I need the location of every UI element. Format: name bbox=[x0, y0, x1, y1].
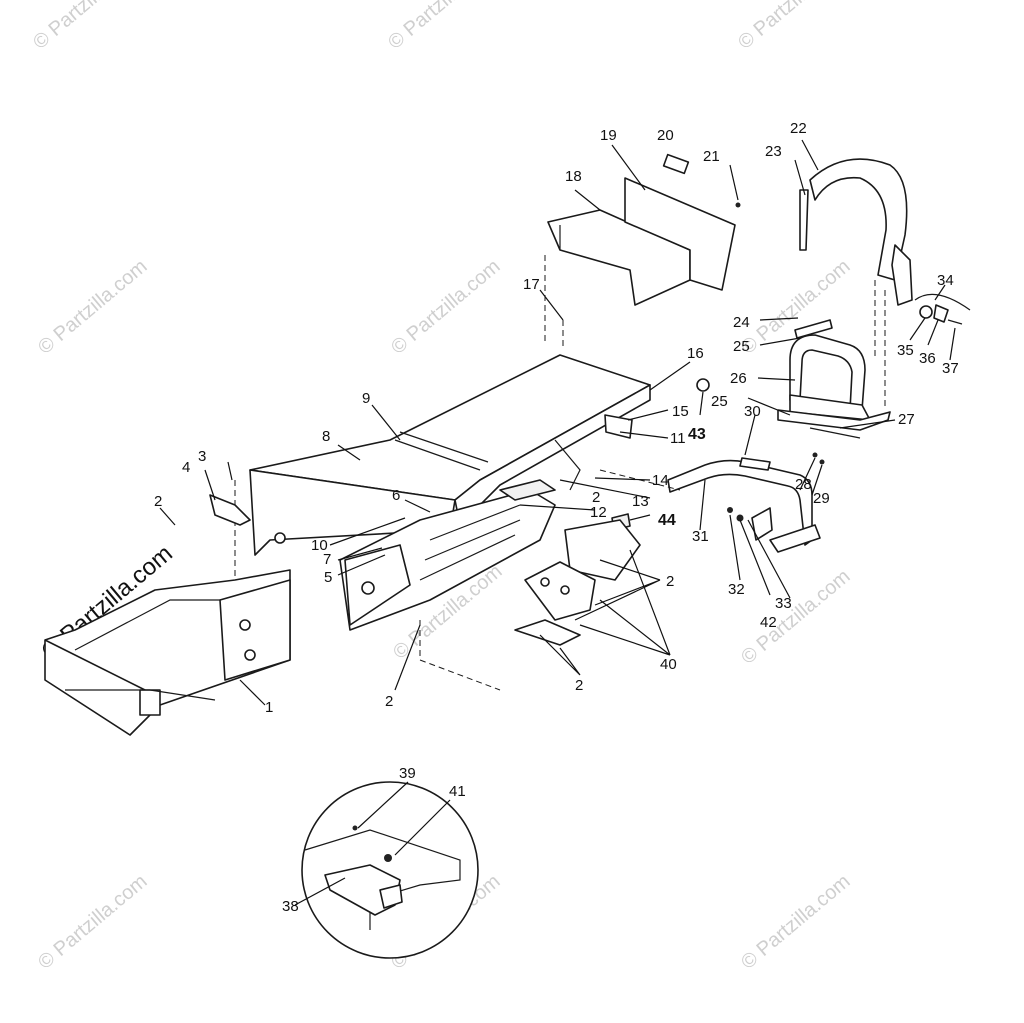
callout-27: 27 bbox=[898, 411, 915, 428]
callout-9: 9 bbox=[362, 390, 370, 407]
callout-6: 6 bbox=[392, 487, 400, 504]
callout-38: 38 bbox=[282, 898, 299, 915]
part-31-bumper bbox=[667, 459, 821, 553]
callout-25: 25 bbox=[711, 393, 728, 410]
callout-8: 8 bbox=[322, 428, 330, 445]
watermark: © Partzilla.com bbox=[734, 0, 851, 54]
callout-26: 26 bbox=[730, 370, 747, 387]
part-23-bracket bbox=[799, 189, 809, 251]
part-36-clip bbox=[933, 304, 949, 323]
callout-31: 31 bbox=[692, 528, 709, 545]
assembly-line bbox=[874, 280, 886, 410]
callout-30: 30 bbox=[744, 403, 761, 420]
part-25-pad bbox=[794, 319, 833, 339]
callout-40: 40 bbox=[660, 656, 677, 673]
callout-13: 13 bbox=[632, 493, 649, 510]
part-22-backrest bbox=[809, 158, 913, 306]
watermark: © Partzilla.com bbox=[387, 255, 504, 358]
watermark: © Partzilla.com bbox=[34, 255, 151, 358]
callout-23: 23 bbox=[765, 143, 782, 160]
callout-25: 25 bbox=[733, 338, 750, 355]
part-19-panel bbox=[624, 177, 736, 291]
callout-11: 11 bbox=[670, 430, 686, 447]
callout-32: 32 bbox=[728, 581, 745, 598]
part-30-strip bbox=[739, 457, 771, 471]
callout-37: 37 bbox=[942, 360, 959, 377]
part-4-bracket bbox=[209, 494, 251, 526]
callout-2: 2 bbox=[385, 693, 393, 710]
callout-16: 16 bbox=[687, 345, 704, 362]
part-1-nose bbox=[44, 569, 291, 736]
detail-inset bbox=[301, 781, 479, 959]
callout-17: 17 bbox=[523, 276, 540, 293]
callout-2: 2 bbox=[666, 573, 674, 590]
part-21-rivet bbox=[735, 202, 741, 208]
part-27-strip bbox=[809, 427, 861, 439]
part-33-plate bbox=[751, 507, 773, 541]
part-32-bolt bbox=[727, 507, 733, 513]
callout-3: 3 bbox=[198, 448, 206, 465]
watermark: © Partzilla.com bbox=[384, 0, 501, 54]
part-15-bracket bbox=[604, 414, 633, 439]
callout-36: 36 bbox=[919, 350, 936, 367]
leader-lines bbox=[159, 139, 956, 906]
callout-15: 15 bbox=[672, 403, 689, 420]
callout-20: 20 bbox=[657, 127, 674, 144]
callout-24: 24 bbox=[733, 314, 750, 331]
part-29-rivet bbox=[819, 459, 825, 465]
watermark: © Partzilla.com bbox=[737, 870, 854, 973]
part-40-bracket bbox=[514, 519, 641, 646]
callout-22: 22 bbox=[790, 120, 807, 137]
callout-5: 5 bbox=[324, 569, 332, 586]
callout-33: 33 bbox=[775, 595, 792, 612]
watermark: © Partzilla.com bbox=[34, 870, 151, 973]
part-26-handle bbox=[789, 334, 871, 421]
assembly-line bbox=[419, 620, 501, 691]
callout-35: 35 bbox=[897, 342, 914, 359]
callout-18: 18 bbox=[565, 168, 582, 185]
part-35-washer bbox=[919, 305, 933, 319]
callout-43: 43 bbox=[688, 426, 706, 443]
callout-12: 12 bbox=[590, 504, 607, 521]
callout-14: 14 bbox=[652, 472, 669, 489]
part-12-pad bbox=[499, 479, 556, 501]
callout-41: 41 bbox=[449, 783, 466, 800]
callout-labels: 1 2 2 2 2 2 3 4 5 6 7 8 9 10 11 12 13 14… bbox=[154, 120, 959, 915]
part-42-nut bbox=[736, 514, 744, 522]
callout-7: 7 bbox=[323, 551, 331, 568]
callout-21: 21 bbox=[703, 148, 720, 165]
part-37-screw bbox=[947, 319, 963, 325]
callout-2: 2 bbox=[154, 493, 162, 510]
callout-44: 44 bbox=[658, 512, 676, 529]
callout-42: 42 bbox=[760, 614, 777, 631]
tunnel-hole bbox=[274, 532, 286, 544]
callout-34: 34 bbox=[937, 272, 954, 289]
callout-2: 2 bbox=[575, 677, 583, 694]
callout-29: 29 bbox=[813, 490, 830, 507]
watermark: © Partzilla.com bbox=[737, 565, 854, 668]
callout-28: 28 bbox=[795, 476, 812, 493]
callout-10: 10 bbox=[311, 537, 328, 554]
callout-19: 19 bbox=[600, 127, 617, 144]
part-28-rivet bbox=[812, 452, 818, 458]
callout-2: 2 bbox=[592, 489, 600, 506]
part-20-decal bbox=[662, 153, 690, 175]
callout-4: 4 bbox=[182, 459, 190, 476]
watermark: © Partzilla.com bbox=[29, 0, 146, 54]
callout-1: 1 bbox=[265, 699, 273, 716]
part-18-panel bbox=[547, 209, 691, 306]
part-43-knob bbox=[696, 378, 710, 392]
callout-39: 39 bbox=[399, 765, 416, 782]
